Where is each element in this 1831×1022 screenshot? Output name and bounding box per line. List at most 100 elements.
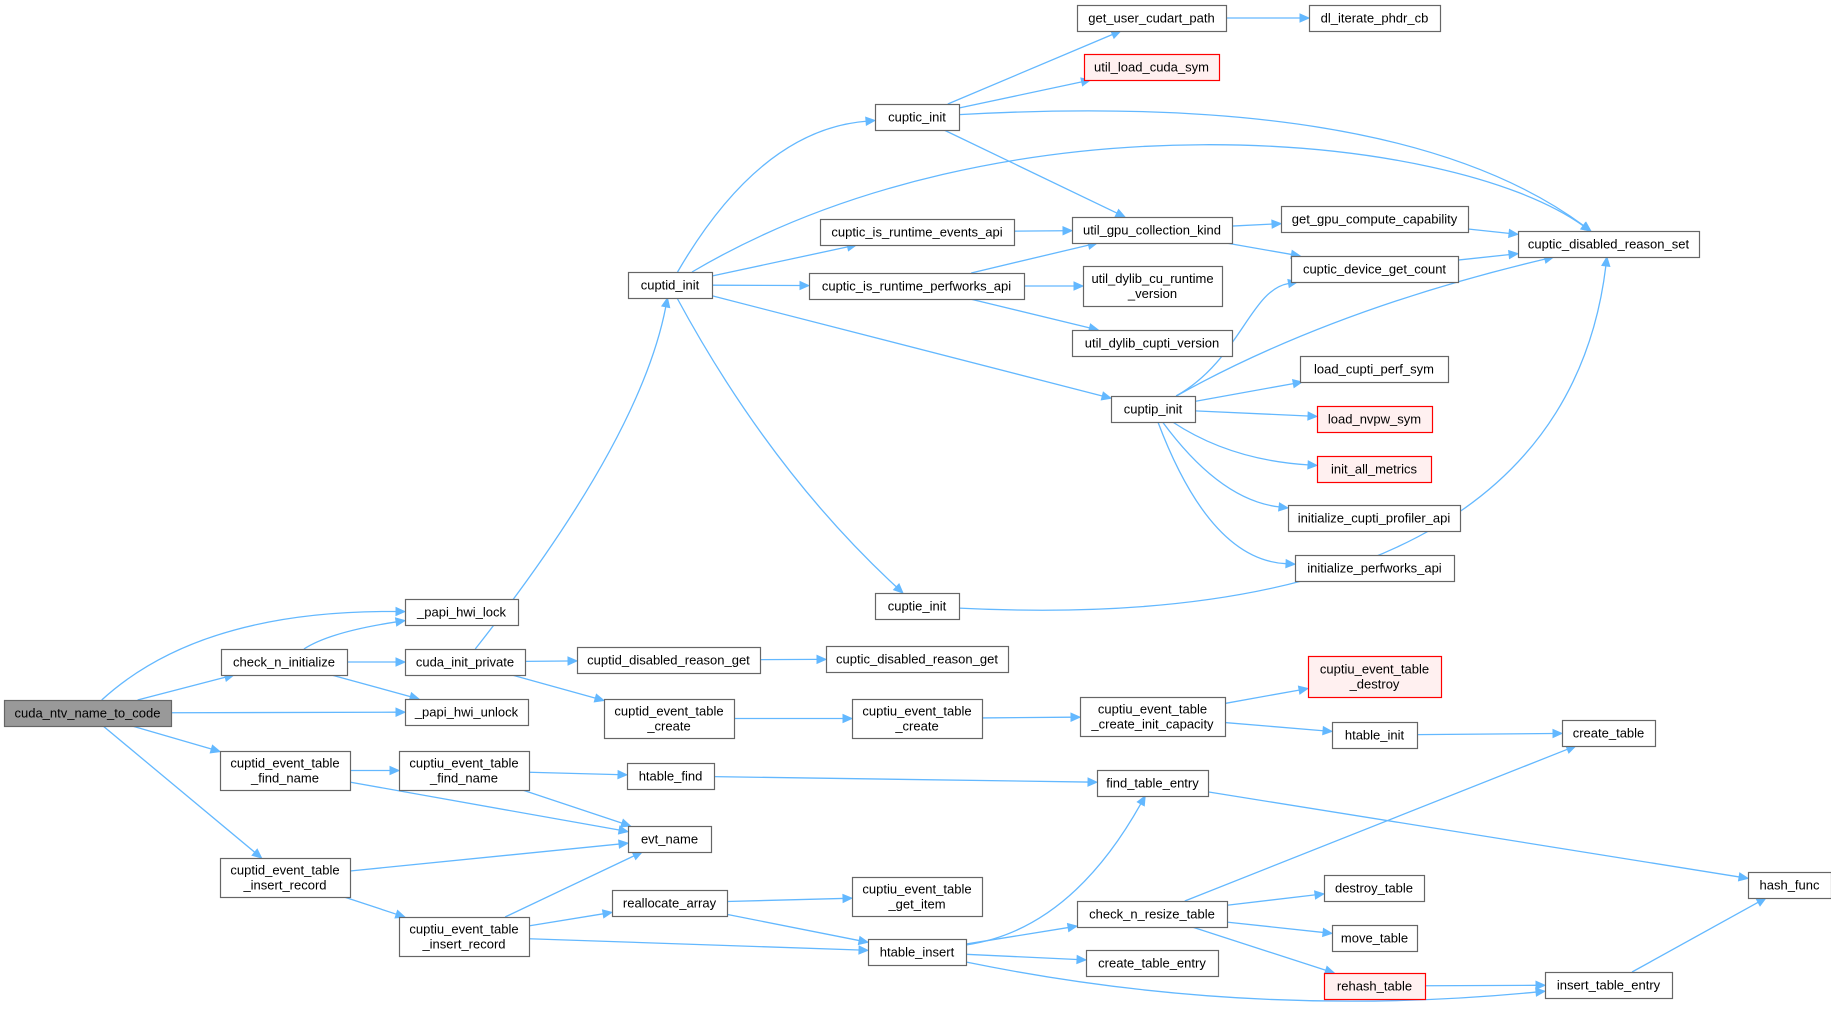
edge-cuda_init_private-to-cuptid_disabled_reason_get xyxy=(524,656,579,666)
arrowhead xyxy=(1322,927,1334,938)
edge-line xyxy=(170,711,397,714)
node-cuptid_init[interactable]: cuptid_init xyxy=(627,271,714,300)
node-util_load_cuda_sym[interactable]: util_load_cuda_sym xyxy=(1083,53,1221,82)
edge-line xyxy=(713,775,1089,783)
edge-cuptic_init-to-util_load_cuda_sym xyxy=(958,77,1092,109)
node-cuptid_event_table_insert_record[interactable]: cuptid_event_table_insert_record xyxy=(219,857,352,899)
edge-line xyxy=(1224,721,1324,732)
arrowhead xyxy=(619,818,632,828)
node-util_dylib_cu_runtime_version[interactable]: util_dylib_cu_runtime_version xyxy=(1082,265,1224,308)
node-cuptiu_event_table_create[interactable]: cuptiu_event_table_create xyxy=(851,698,984,740)
arrowhead xyxy=(816,654,828,665)
node-check_n_initialize[interactable]: check_n_initialize xyxy=(220,648,349,677)
node-cuptie_init[interactable]: cuptie_init xyxy=(874,592,961,621)
edge-cuptip_init-to-initialize_cupti_profiler_api xyxy=(1162,421,1290,512)
edge-check_n_initialize-to-_papi_hwi_lock xyxy=(303,617,407,650)
node-util_gpu_collection_kind[interactable]: util_gpu_collection_kind xyxy=(1071,216,1234,245)
edge-line xyxy=(711,246,848,277)
node-load_cupti_perf_sym[interactable]: load_cupti_perf_sym xyxy=(1299,355,1450,384)
node-box xyxy=(398,750,531,792)
node-label: _create xyxy=(646,719,690,734)
arrowhead xyxy=(1323,965,1336,975)
edge-cuptiu_event_table_create-to-cuptiu_event_table_create_init_capacity xyxy=(981,712,1082,722)
node-label: _create xyxy=(894,719,938,734)
node-cuda_init_private[interactable]: cuda_init_private xyxy=(404,648,527,677)
edge-cuptid_event_table_find_name-to-cuptiu_event_table_find_name xyxy=(350,765,401,776)
node-cuptic_disabled_reason_set[interactable]: cuptic_disabled_reason_set xyxy=(1517,230,1701,259)
node-create_table[interactable]: create_table xyxy=(1561,719,1657,748)
arrowhead xyxy=(617,825,630,835)
node-cuptic_disabled_reason_get[interactable]: cuptic_disabled_reason_get xyxy=(825,645,1010,674)
node-label: cuptiu_event_table xyxy=(862,704,971,719)
edge-cuptiu_event_table_create_init_capacity-to-cuptiu_event_table_destroy xyxy=(1224,685,1310,705)
node-initialize_perfworks_api[interactable]: initialize_perfworks_api xyxy=(1294,554,1456,583)
edge-line xyxy=(1226,921,1324,934)
edge-line xyxy=(528,938,860,951)
node-get_user_cudart_path[interactable]: get_user_cudart_path xyxy=(1076,4,1228,33)
node-hash_func[interactable]: hash_func xyxy=(1747,871,1831,900)
node-box xyxy=(1316,405,1434,434)
node-_papi_hwi_lock[interactable]: _papi_hwi_lock xyxy=(404,598,520,627)
node-cuptic_is_runtime_events_api[interactable]: cuptic_is_runtime_events_api xyxy=(819,218,1016,247)
edge-cuda_ntv_name_to_code-to-check_n_initialize xyxy=(137,672,236,701)
edge-line xyxy=(331,674,411,698)
node-htable_insert[interactable]: htable_insert xyxy=(867,938,968,967)
arrowhead xyxy=(842,713,854,724)
node-cuptiu_event_table_destroy[interactable]: cuptiu_event_table_destroy xyxy=(1307,655,1443,699)
node-box xyxy=(1294,554,1456,583)
edge-cuptid_event_table_insert_record-to-cuptiu_event_table_insert_record xyxy=(343,896,407,919)
node-label: _insert_record xyxy=(242,878,326,893)
node-util_dylib_cupti_version[interactable]: util_dylib_cupti_version xyxy=(1071,329,1234,358)
node-cuptid_event_table_find_name[interactable]: cuptid_event_table_find_name xyxy=(219,750,352,792)
node-init_all_metrics[interactable]: init_all_metrics xyxy=(1316,455,1433,484)
node-box xyxy=(627,271,714,300)
node-rehash_table[interactable]: rehash_table xyxy=(1323,972,1427,1001)
node-cuptiu_event_table_insert_record[interactable]: cuptiu_event_table_insert_record xyxy=(398,916,531,958)
node-label: cuptiu_event_table xyxy=(862,882,971,897)
edge-line xyxy=(343,896,397,915)
edge-line xyxy=(691,144,1584,273)
edge-cuptip_init-to-load_cupti_perf_sym xyxy=(1194,378,1304,403)
node-label: _insert_record xyxy=(421,937,505,952)
node-find_table_entry[interactable]: find_table_entry xyxy=(1096,769,1210,798)
node-dl_iterate_phdr_cb[interactable]: dl_iterate_phdr_cb xyxy=(1308,4,1442,33)
node-htable_find[interactable]: htable_find xyxy=(626,762,716,791)
node-box xyxy=(1083,53,1221,82)
edge-line xyxy=(726,913,860,942)
edge-line xyxy=(676,120,867,273)
node-get_gpu_compute_capability[interactable]: get_gpu_compute_capability xyxy=(1280,205,1470,234)
node-evt_name[interactable]: evt_name xyxy=(627,825,713,854)
edge-cuda_init_private-to-cuptid_event_table_create xyxy=(511,674,606,703)
node-cuptic_device_get_count[interactable]: cuptic_device_get_count xyxy=(1290,255,1460,284)
arrowhead xyxy=(209,744,222,754)
node-cuptic_is_runtime_perfworks_api[interactable]: cuptic_is_runtime_perfworks_api xyxy=(808,272,1026,301)
node-initialize_cupti_profiler_api[interactable]: initialize_cupti_profiler_api xyxy=(1287,504,1462,533)
node-reallocate_array[interactable]: reallocate_array xyxy=(611,889,729,918)
edge-cuptic_is_runtime_perfworks_api-to-util_dylib_cu_runtime_version xyxy=(1024,281,1085,291)
node-cuptid_disabled_reason_get[interactable]: cuptid_disabled_reason_get xyxy=(576,646,762,675)
node-cuptid_event_table_create[interactable]: cuptid_event_table_create xyxy=(603,698,736,740)
edge-cuptic_is_runtime_events_api-to-util_gpu_collection_kind xyxy=(1013,225,1074,236)
node-check_n_resize_table[interactable]: check_n_resize_table xyxy=(1076,900,1229,929)
node-cuptiu_event_table_get_item[interactable]: cuptiu_event_table_get_item xyxy=(851,876,984,918)
edge-cuptic_device_get_count-to-cuptic_disabled_reason_set xyxy=(1457,249,1520,261)
node-box xyxy=(1079,696,1227,738)
node-_papi_hwi_unlock[interactable]: _papi_hwi_unlock xyxy=(404,698,530,727)
arrowhead xyxy=(1314,890,1326,900)
node-cuptiu_event_table_create_init_capacity[interactable]: cuptiu_event_table_create_init_capacity xyxy=(1079,696,1227,738)
node-cuptiu_event_table_find_name[interactable]: cuptiu_event_table_find_name xyxy=(398,750,531,792)
node-create_table_entry[interactable]: create_table_entry xyxy=(1085,949,1220,978)
node-move_table[interactable]: move_table xyxy=(1331,924,1419,953)
node-htable_init[interactable]: htable_init xyxy=(1331,721,1419,750)
node-label: hash_func xyxy=(1760,878,1820,893)
edge-line xyxy=(958,110,1585,227)
node-load_nvpw_sym[interactable]: load_nvpw_sym xyxy=(1316,405,1434,434)
node-insert_table_entry[interactable]: insert_table_entry xyxy=(1544,971,1674,1000)
node-cuptic_init[interactable]: cuptic_init xyxy=(874,103,961,132)
node-cuptip_init[interactable]: cuptip_init xyxy=(1110,395,1197,424)
node-destroy_table[interactable]: destroy_table xyxy=(1323,874,1426,903)
node-cuda_ntv_name_to_code[interactable]: cuda_ntv_name_to_code xyxy=(3,699,173,728)
edge-line xyxy=(1175,258,1546,397)
node-label: cuptic_disabled_reason_set xyxy=(1528,237,1690,252)
arrowhead xyxy=(1076,954,1088,965)
